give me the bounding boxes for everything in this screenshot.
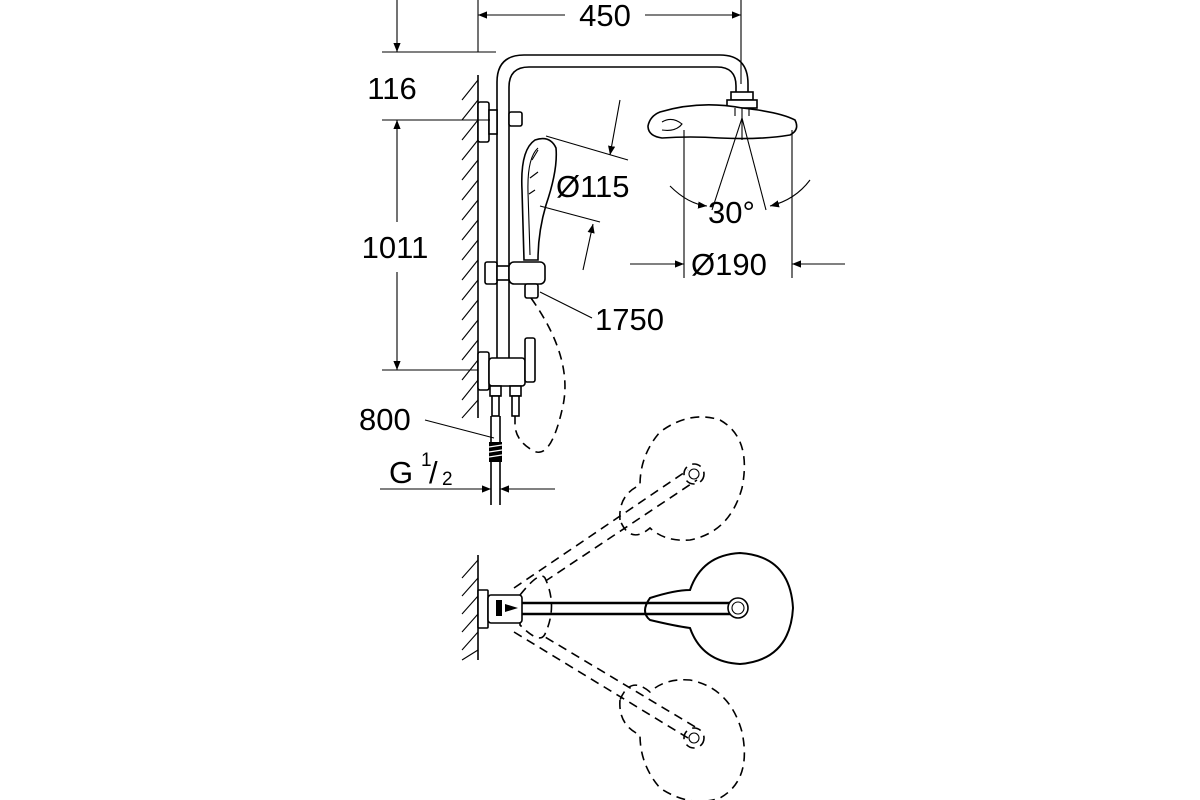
label-head-shower-diameter: Ø190	[691, 247, 767, 282]
label-116: 116	[367, 71, 416, 106]
hand-shower-slider	[484, 261, 546, 299]
supply-pipe-thread	[488, 416, 503, 505]
top-view	[461, 416, 795, 800]
label-thread-letter: G	[389, 455, 413, 490]
upper-wall-bracket	[477, 101, 523, 143]
label-1750: 1750	[595, 302, 664, 337]
label-spray-angle: 30°	[708, 195, 755, 230]
label-800: 800	[359, 402, 411, 437]
lower-wall-bracket-mixer	[477, 337, 536, 391]
spray-angle-lines	[669, 117, 811, 211]
label-thread-denominator: 2	[442, 469, 453, 490]
dimension-450	[477, 0, 742, 84]
leader-800	[424, 419, 495, 439]
label-1011: 1011	[362, 230, 429, 265]
wall-hatching-top	[461, 555, 479, 661]
dimension-head-shower	[630, 130, 845, 278]
head-shower-main-position	[520, 551, 795, 666]
inlet-connectors	[489, 385, 522, 424]
head-shower-upper-position	[513, 416, 746, 599]
leader-1750	[539, 291, 593, 319]
overhead-arm	[496, 54, 749, 108]
wall-bracket-top	[477, 589, 523, 629]
dimension-1011	[382, 120, 478, 371]
hand-shower	[520, 137, 558, 261]
wall-hatching-side	[461, 75, 479, 419]
label-hand-shower-diameter: Ø115	[556, 169, 630, 204]
head-shower-lower-position	[513, 621, 746, 800]
head-shower	[647, 91, 798, 140]
label-450: 450	[579, 0, 631, 33]
swivel-joint	[519, 575, 553, 639]
label-thread-numerator: 1	[421, 450, 432, 471]
label-thread-slash: /	[429, 455, 438, 490]
riser-rail	[496, 108, 510, 386]
side-view: 450 116 1011 Ø115 30° Ø190 1750 800 G 1 …	[359, 0, 845, 505]
dimension-hand-shower	[539, 99, 629, 271]
